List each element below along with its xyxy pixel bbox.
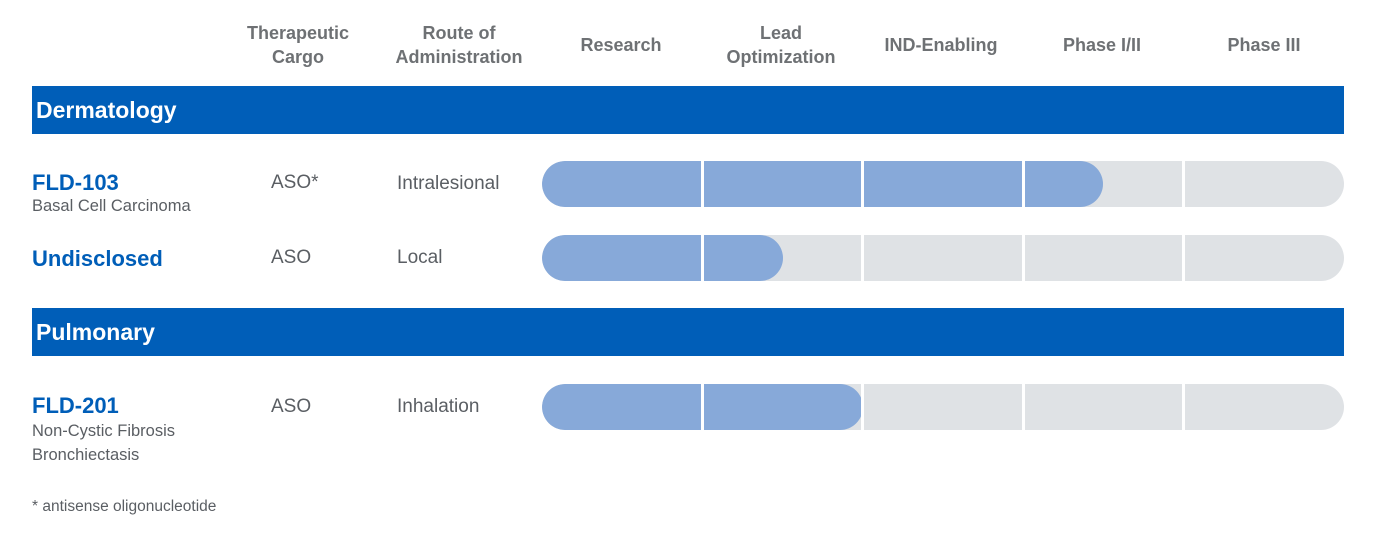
stage-divider bbox=[700, 161, 704, 207]
program-name-fld-103: FLD-103 bbox=[32, 170, 119, 195]
section-bar-pulmonary: Pulmonary bbox=[32, 308, 1344, 356]
route-undisclosed: Local bbox=[397, 247, 443, 268]
section-bar-dermatology: Dermatology bbox=[32, 86, 1344, 134]
stage-divider bbox=[861, 161, 865, 207]
header-lead-optimization: Lead Optimization bbox=[726, 23, 836, 67]
stage-divider bbox=[1021, 235, 1025, 281]
program-indication-fld-201: Non-Cystic Fibrosis Bronchiectasis bbox=[32, 422, 176, 464]
header-phase-3: Phase III bbox=[1227, 35, 1301, 55]
cargo-undisclosed: ASO bbox=[271, 247, 312, 268]
stage-divider bbox=[1021, 161, 1025, 207]
program-name-fld-201: FLD-201 bbox=[32, 393, 119, 418]
program-name-undisclosed: Undisclosed bbox=[32, 246, 163, 271]
stage-divider bbox=[1182, 384, 1186, 430]
stage-divider bbox=[700, 384, 704, 430]
footnote: * antisense oligonucleotide bbox=[32, 498, 217, 515]
section-label: Dermatology bbox=[36, 96, 177, 123]
progress-track-fld-201 bbox=[542, 384, 1344, 430]
cargo-fld-103: ASO* bbox=[271, 172, 319, 193]
stage-divider bbox=[1182, 235, 1186, 281]
progress-fill bbox=[542, 161, 1104, 207]
cargo-fld-201: ASO bbox=[271, 396, 312, 417]
progress-track-fld-103 bbox=[542, 161, 1344, 207]
stage-divider bbox=[861, 235, 865, 281]
header-phase-1-2: Phase I/II bbox=[1062, 35, 1142, 55]
stage-divider bbox=[1021, 384, 1025, 430]
stage-divider bbox=[861, 384, 865, 430]
route-fld-201: Inhalation bbox=[397, 396, 480, 417]
header-ind-enabling: IND-Enabling bbox=[884, 35, 998, 55]
header-research: Research bbox=[580, 35, 662, 55]
section-label: Pulmonary bbox=[36, 318, 155, 345]
header-therapeutic-cargo: Therapeutic Cargo bbox=[246, 23, 350, 67]
progress-fill bbox=[542, 235, 783, 281]
route-fld-103: Intralesional bbox=[397, 173, 500, 194]
stage-divider bbox=[1182, 161, 1186, 207]
header-route-of-administration: Route of Administration bbox=[395, 23, 523, 67]
progress-track-undisclosed bbox=[542, 235, 1344, 281]
program-indication-fld-103: Basal Cell Carcinoma bbox=[32, 197, 191, 215]
stage-divider bbox=[700, 235, 704, 281]
